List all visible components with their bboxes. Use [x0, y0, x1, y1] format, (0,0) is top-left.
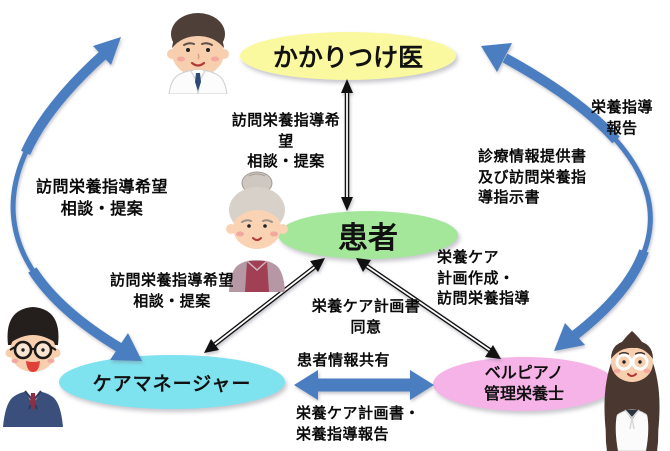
- label-patient-info-sharing: 患者情報共有: [297, 351, 391, 369]
- label-care-manager-doctor-arc: 訪問栄養指導希望 相談・提案: [35, 177, 168, 219]
- node-patient: 患者: [278, 211, 458, 259]
- node-care-manager: ケアマネージャー: [59, 355, 285, 409]
- node-care-manager-label: ケアマネージャー: [92, 372, 252, 395]
- node-family-doctor-label: かかりつけ医: [272, 43, 424, 72]
- doctor-illustration: [167, 13, 229, 94]
- label-nutrition-guidance-report: 栄養指導 報告: [590, 98, 653, 137]
- label-care-plan-consent: 栄養ケア計画書 同意: [311, 297, 421, 336]
- node-family-doctor: かかりつけ医: [240, 32, 456, 80]
- label-patient-care-manager: 訪問栄養指導希望 相談・提案: [109, 271, 234, 310]
- care-manager-dietitian-arrow: [294, 370, 434, 400]
- node-patient-label: 患者: [338, 221, 398, 256]
- label-care-plan-report: 栄養ケア計画書・ 栄養指導報告: [296, 404, 421, 443]
- label-doctor-patient: 訪問栄養指導希望 相談・提案: [231, 111, 341, 171]
- node-dietitian: ベルピアノ 管理栄養士: [433, 357, 615, 411]
- businessman-illustration: [3, 307, 63, 427]
- label-referral-documents: 診療情報提供書 及び訪問栄養指 導指示書: [478, 147, 587, 207]
- node-dietitian-label: ベルピアノ 管理栄養士: [483, 363, 564, 403]
- dietitian-illustration: [604, 331, 660, 451]
- label-care-plan-creation: 栄養ケア 計画作成・ 訪問栄養指導: [437, 248, 531, 308]
